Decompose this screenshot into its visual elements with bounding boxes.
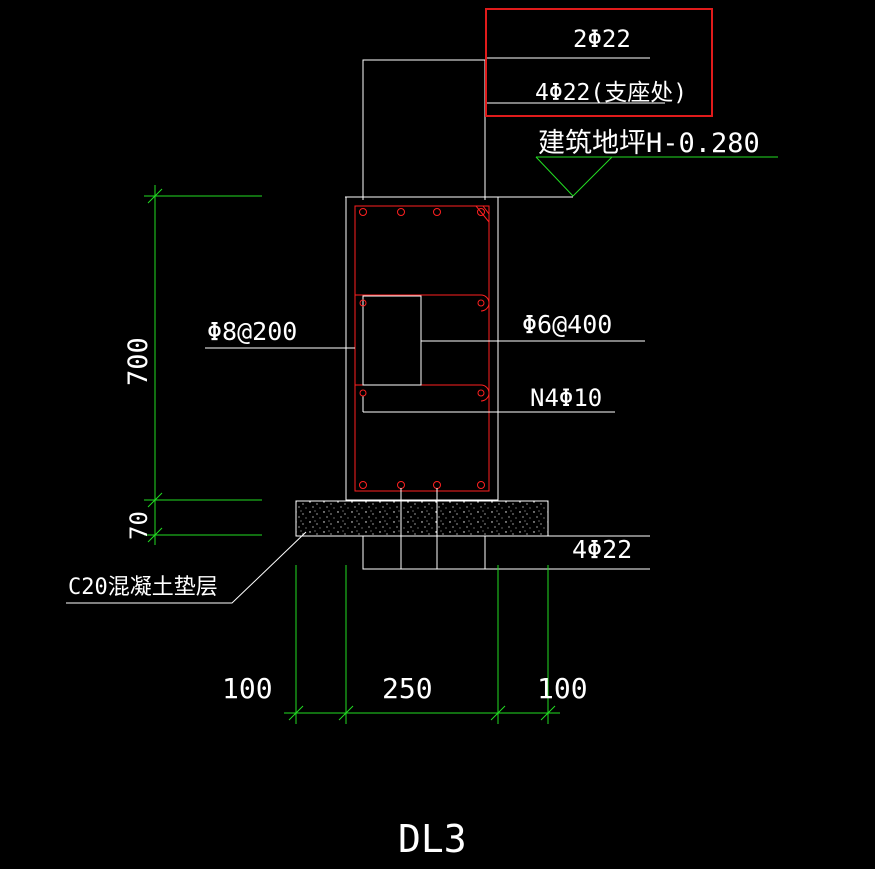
- cushion-label: C20混凝土垫层: [68, 575, 218, 600]
- tie-bar-label: Φ6@400: [522, 310, 612, 339]
- bottom-bars-label: 4Φ22: [572, 535, 632, 564]
- stirrup-hook-2: [482, 205, 490, 215]
- tie-bar-upper: [355, 294, 490, 312]
- dim-tick-h1: [288, 705, 304, 721]
- side-rebar-dot: [477, 299, 485, 307]
- top-rebar-dot: [397, 208, 405, 216]
- dim-tick-top: [147, 188, 163, 204]
- wall-above-outline: [362, 59, 486, 200]
- stirrup-hook-1: [475, 205, 490, 223]
- dim-tick-h4: [540, 705, 556, 721]
- cushion-leader-line: [66, 531, 307, 604]
- side-bars-label: N4Φ10: [530, 384, 602, 412]
- stirrup-left-label: Φ8@200: [207, 317, 297, 346]
- tie-bar-lower: [355, 384, 490, 402]
- beam-outline: [345, 196, 499, 501]
- bottom-rebar-dot: [359, 481, 367, 489]
- callout-highlight-box: [485, 8, 713, 117]
- left-offset-dimension: 100: [222, 672, 273, 705]
- stirrup-rebar: [354, 205, 490, 492]
- dim-tick-bottom: [147, 527, 163, 543]
- inner-box: [362, 295, 422, 386]
- cushion-thickness-dimension: 70: [125, 511, 153, 540]
- ground-level-label: 建筑地坪H-0.280: [538, 128, 760, 159]
- support-bars-label: 4Φ22(支座处): [535, 80, 687, 106]
- side-rebar-dot: [477, 389, 485, 397]
- bottom-rebar-group: [359, 481, 485, 489]
- top-bars-label: 2Φ22: [573, 25, 631, 53]
- side-rebar-group: [359, 299, 485, 397]
- dim-tick-h3: [490, 705, 506, 721]
- dim-tick-mid: [147, 492, 163, 508]
- bottom-bars-leader-frame: [362, 536, 650, 570]
- bottom-rebar-dot: [477, 481, 485, 489]
- concrete-cushion-layer: [295, 500, 549, 537]
- bottom-rebar-dot: [397, 481, 405, 489]
- horizontal-dimension: [284, 565, 560, 724]
- top-rebar-dot: [359, 208, 367, 216]
- ground-level-triangle: [535, 156, 613, 197]
- beam-height-dimension: 700: [123, 337, 154, 386]
- side-rebar-dot: [359, 299, 367, 307]
- beam-width-dimension: 250: [382, 672, 433, 705]
- vertical-dimension: [144, 185, 262, 545]
- bottom-rebar-dot: [433, 481, 441, 489]
- top-rebar-group: [359, 208, 485, 216]
- side-rebar-dot: [359, 389, 367, 397]
- top-rebar-dot: [477, 208, 485, 216]
- drawing-title: DL3: [398, 817, 467, 861]
- top-rebar-dot: [433, 208, 441, 216]
- right-offset-dimension: 100: [537, 672, 588, 705]
- dim-tick-h2: [338, 705, 354, 721]
